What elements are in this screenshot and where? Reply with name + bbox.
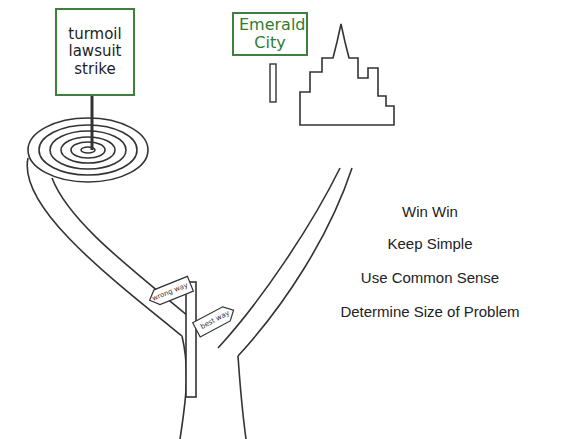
signpost-pole [186,282,196,397]
spiral [28,118,148,182]
principle-note: Determine Size of Problem [340,303,519,320]
sign-text: turmoil lawsuit strike [62,26,128,78]
roads [27,158,352,439]
arrow-sign-shape [193,303,238,337]
sign-text: Emerald City [239,16,301,53]
sign-board: Emerald City [232,12,308,56]
sign-post [91,95,94,150]
city-skyline [300,24,394,125]
small-post [270,64,276,102]
direction-sign: best way [193,303,238,337]
principle-note: Win Win [402,203,458,220]
sign-board: turmoil lawsuit strike [55,8,135,96]
principle-note: Keep Simple [387,235,472,252]
principle-note: Use Common Sense [361,269,499,286]
arrow-sign-shape [147,276,194,307]
